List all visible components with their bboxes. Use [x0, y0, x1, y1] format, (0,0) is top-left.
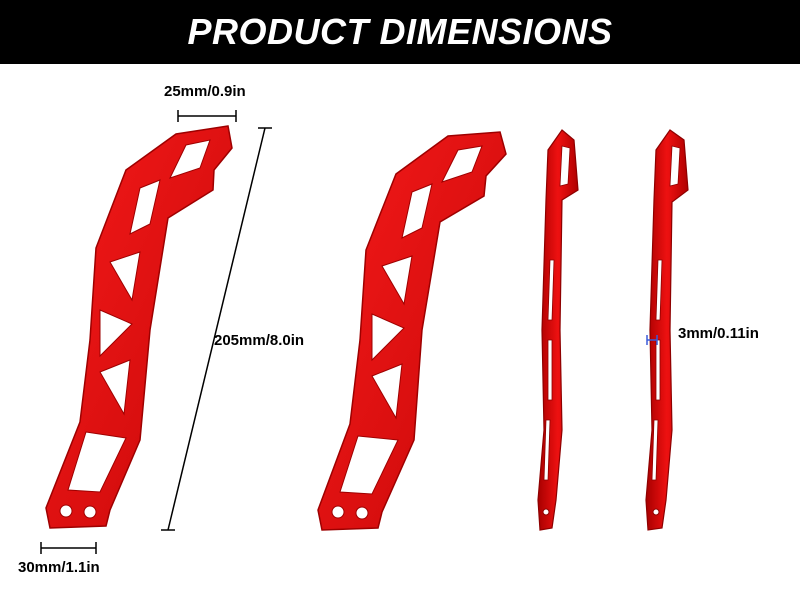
mount-hole-icon — [59, 504, 73, 518]
thickness-marker — [646, 335, 658, 345]
mount-hole-icon — [331, 505, 345, 519]
length-line — [167, 127, 266, 531]
measure-lines — [40, 110, 272, 554]
title-banner: PRODUCT DIMENSIONS — [0, 0, 800, 64]
mount-hole-icon — [83, 505, 97, 519]
top-width-label: 25mm/0.9in — [164, 83, 246, 100]
page-title: PRODUCT DIMENSIONS — [187, 11, 613, 52]
bottom-width-label: 30mm/1.1in — [18, 559, 100, 576]
bracket-side-view-2 — [645, 129, 689, 531]
mount-hole-icon — [355, 506, 369, 520]
thickness-label: 3mm/0.11in — [678, 325, 759, 342]
mount-hole-icon — [652, 508, 660, 516]
bracket-side-view — [537, 129, 579, 531]
length-label: 205mm/8.0in — [214, 332, 305, 349]
bracket-front-view — [45, 125, 233, 529]
bracket-front-view-2 — [317, 131, 507, 531]
mount-hole-icon — [542, 508, 550, 516]
